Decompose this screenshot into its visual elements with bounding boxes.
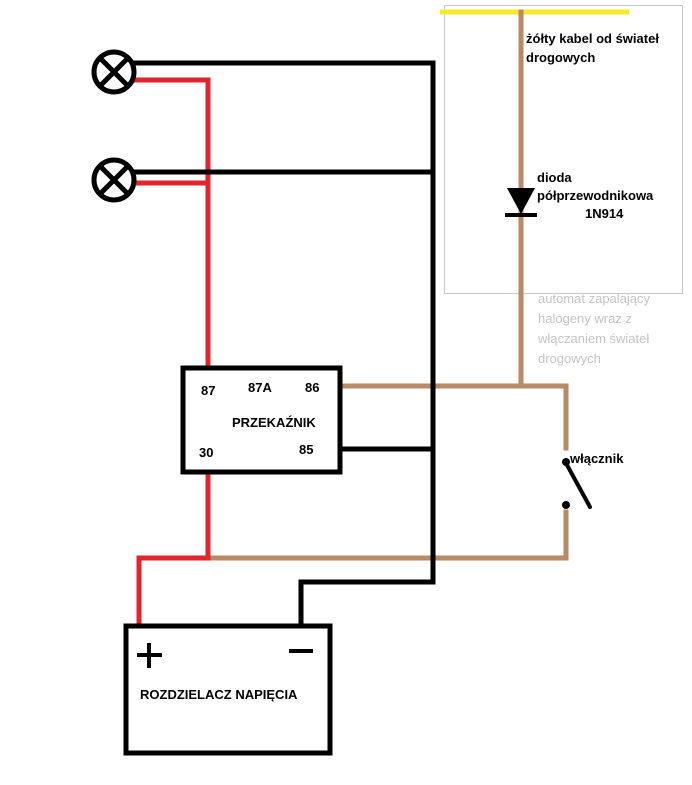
brown-wire-switch-return [205,509,569,561]
relay-title: PRZEKAŹNIK [232,415,316,430]
diode-symbol [505,188,537,217]
battery-box [123,623,333,756]
battery-label: ROZDZIELACZ NAPIĘCIA [140,687,298,702]
auto-note-line1: automat zapalający [538,291,651,306]
relay-box [180,365,343,475]
black-wire-battery-minus [298,579,436,629]
relay-pin-87: 87 [201,383,215,398]
relay-pin-30: 30 [199,445,213,460]
black-wire-lamp1-ground [131,60,436,585]
relay-pin-85: 85 [299,442,313,457]
auto-note: automat zapalający halogeny wraz z włącz… [537,291,654,366]
diode-section-frame [444,5,683,294]
auto-note-line3: włączaniem świateł [537,331,649,346]
switch-symbol [562,458,592,509]
yellow-cable-label: żółty kabel od świateł drogowych [526,31,663,65]
lamp-2 [91,157,137,203]
diode-label-line1: dioda [537,170,572,185]
diode-label-line2: półprzewodnikowa [537,188,654,203]
yellow-cable-label-line1: żółty kabel od świateł [526,31,659,46]
brown-wire-relay-86 [325,383,569,451]
battery-plus-sign [137,643,162,668]
auto-note-line4: drogowych [538,351,601,366]
yellow-cable-label-line2: drogowych [526,50,595,65]
black-wires [131,60,436,629]
relay-pin-86: 86 [305,380,319,395]
relay-pin-87a: 87A [248,380,272,395]
red-wires [131,77,211,629]
auto-note-line2: halogeny wraz z [538,311,632,326]
diode-label-line3: 1N914 [585,206,624,221]
switch-label: włącznik [569,451,624,466]
red-wire-30-battery [136,469,211,629]
diode-label: dioda półprzewodnikowa 1N914 [537,170,657,221]
red-wire-lamp1 [131,77,211,371]
lamp-1 [91,49,137,95]
brown-wires [205,9,569,561]
